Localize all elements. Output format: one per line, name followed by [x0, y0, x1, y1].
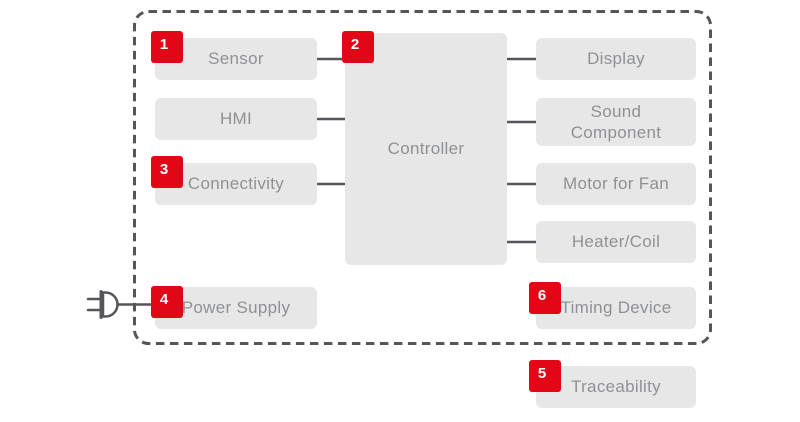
box-hmi: HMI [155, 98, 317, 140]
callout-badge-1: 1 [151, 31, 183, 63]
box-heater-coil-label: Heater/Coil [571, 232, 661, 252]
callout-badge-6: 6 [529, 282, 561, 314]
box-traceability-label: Traceability [571, 377, 661, 397]
box-sensor-label: Sensor [208, 49, 264, 69]
box-traceability: Traceability [536, 366, 696, 408]
box-hmi-label: HMI [219, 109, 253, 129]
box-timing-device-label: Timing Device [560, 298, 672, 318]
box-display: Display [536, 38, 696, 80]
callout-badge-2: 2 [342, 31, 374, 63]
box-sound-component-label: Sound Component [570, 101, 662, 142]
box-motor-for-fan: Motor for Fan [536, 163, 696, 205]
box-power-supply-label: Power Supply [181, 298, 291, 318]
box-display-label: Display [587, 49, 645, 69]
box-motor-for-fan-label: Motor for Fan [563, 174, 669, 194]
box-connectivity-label: Connectivity [187, 174, 285, 194]
callout-badge-5: 5 [529, 360, 561, 392]
box-sound-component: Sound Component [536, 98, 696, 146]
callout-badge-4: 4 [151, 286, 183, 318]
connector-lines [317, 57, 536, 244]
box-timing-device: Timing Device [536, 287, 696, 329]
dashed-enclosure-border [133, 10, 712, 345]
callout-badge-3: 3 [151, 156, 183, 188]
box-controller-label: Controller [387, 139, 465, 159]
plug-body [101, 291, 119, 318]
box-heater-coil: Heater/Coil [536, 221, 696, 263]
box-controller: Controller [345, 33, 507, 265]
power-plug-icon [86, 290, 160, 319]
